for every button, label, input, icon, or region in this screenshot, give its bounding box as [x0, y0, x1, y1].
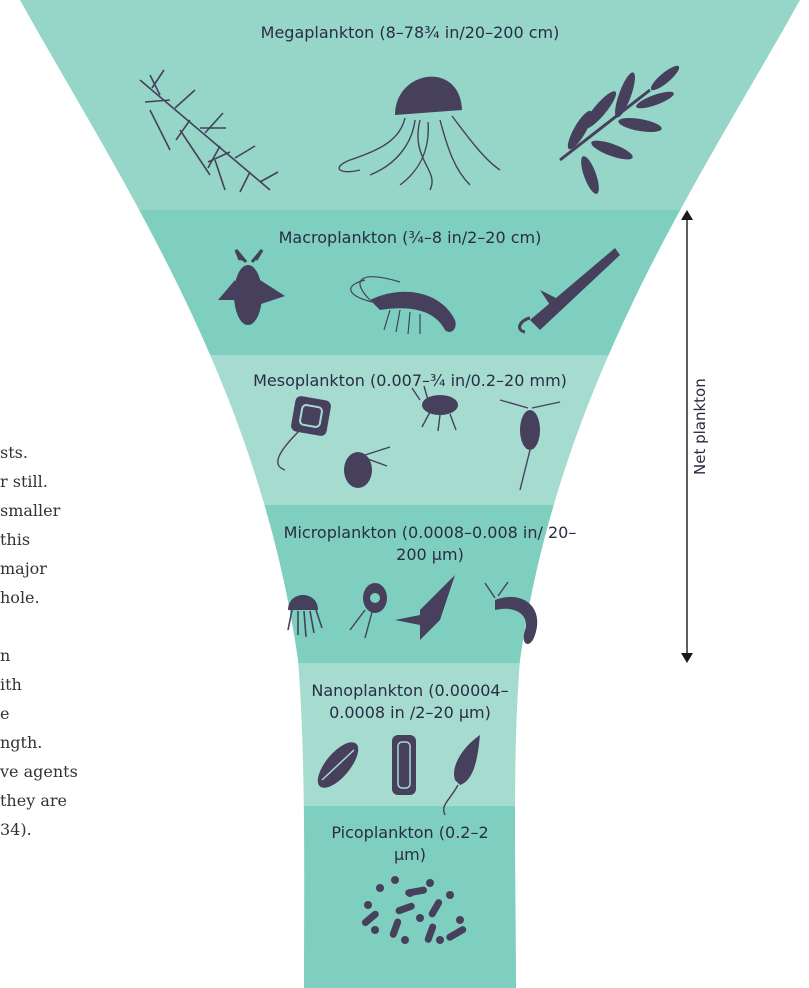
- body-text-line: this: [0, 525, 170, 554]
- body-text-line: ngth.: [0, 728, 170, 757]
- label-picoplankton: Picoplankton (0.2–2 μm): [330, 822, 490, 866]
- body-text-line: hole.: [0, 583, 170, 612]
- body-text-line: [0, 612, 170, 641]
- body-text-line: ve agents: [0, 757, 170, 786]
- body-text-line: ith: [0, 670, 170, 699]
- body-text-line: they are: [0, 786, 170, 815]
- body-text-line: major: [0, 554, 170, 583]
- label-microplankton: Microplankton (0.0008–0.008 in/ 20–200 μ…: [280, 522, 580, 566]
- body-text-line: e: [0, 699, 170, 728]
- body-text-line: 34).: [0, 815, 170, 844]
- label-nanoplankton: Nanoplankton (0.00004– 0.0008 in /2–20 μ…: [285, 680, 535, 724]
- label-megaplankton: Megaplankton (8–78¾ in/20–200 cm): [200, 22, 620, 44]
- pennate-diatom-icon: [392, 735, 416, 795]
- body-text-line: sts.: [0, 438, 170, 467]
- net-plankton-text: Net plankton: [691, 378, 709, 475]
- body-text-line: n: [0, 641, 170, 670]
- label-mesoplankton: Mesoplankton (0.007–¾ in/0.2–20 mm): [230, 370, 590, 392]
- body-text-line: r still.: [0, 467, 170, 496]
- body-text-line: smaller: [0, 496, 170, 525]
- label-macroplankton: Macroplankton (¾–8 in/2–20 cm): [230, 227, 590, 249]
